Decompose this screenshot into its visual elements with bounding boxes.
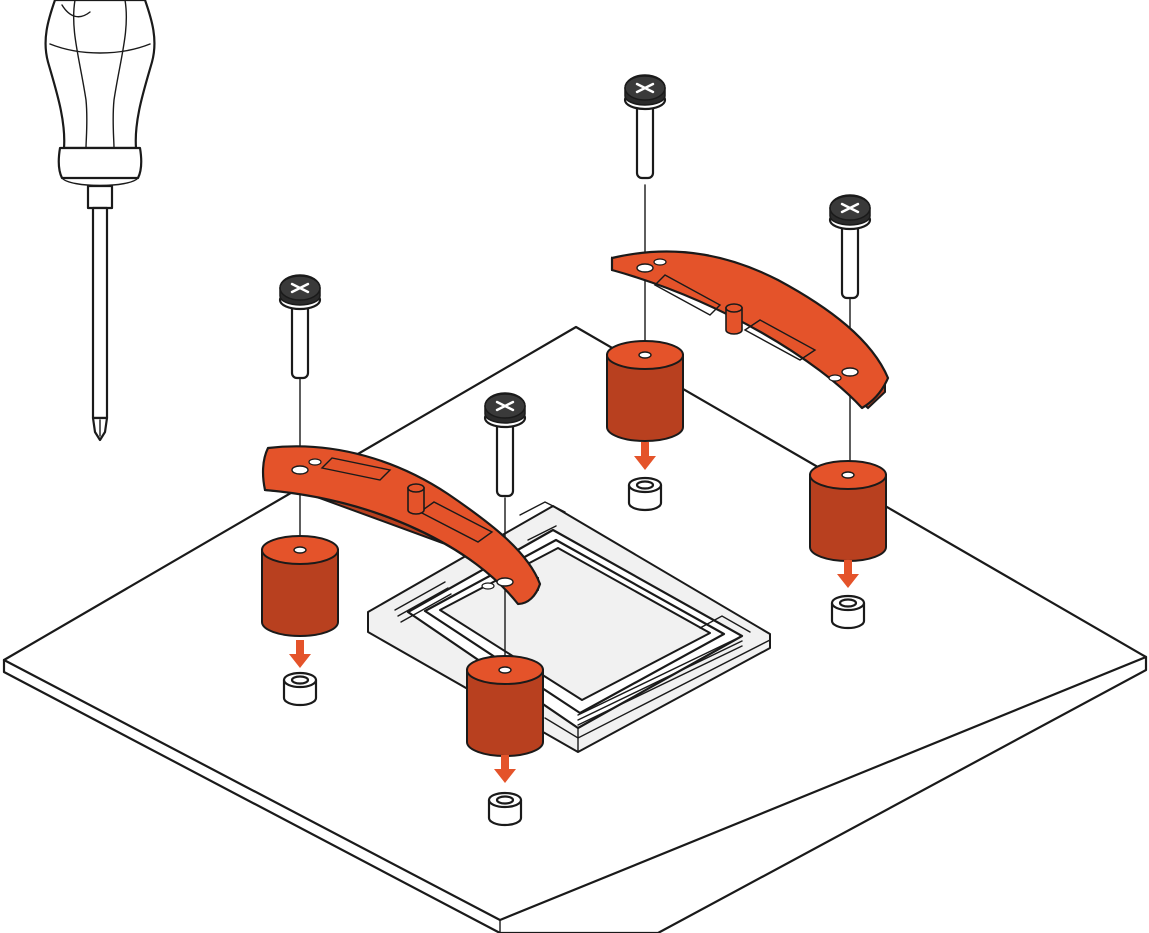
nut-icon [282,671,318,707]
standoff-icon [809,460,887,562]
screw-icon [623,73,667,180]
standoff-icon [261,535,339,637]
nut-icon [830,594,866,630]
screw-icon [278,273,322,380]
screwdriver-icon [44,0,156,442]
screw-icon [828,193,872,300]
mounting-bracket-front [261,445,542,606]
nut-icon [487,791,523,827]
standoff-icon [466,655,544,757]
standoff-icon [606,340,684,442]
nut-icon [627,476,663,512]
mounting-bracket-rear [610,250,890,410]
